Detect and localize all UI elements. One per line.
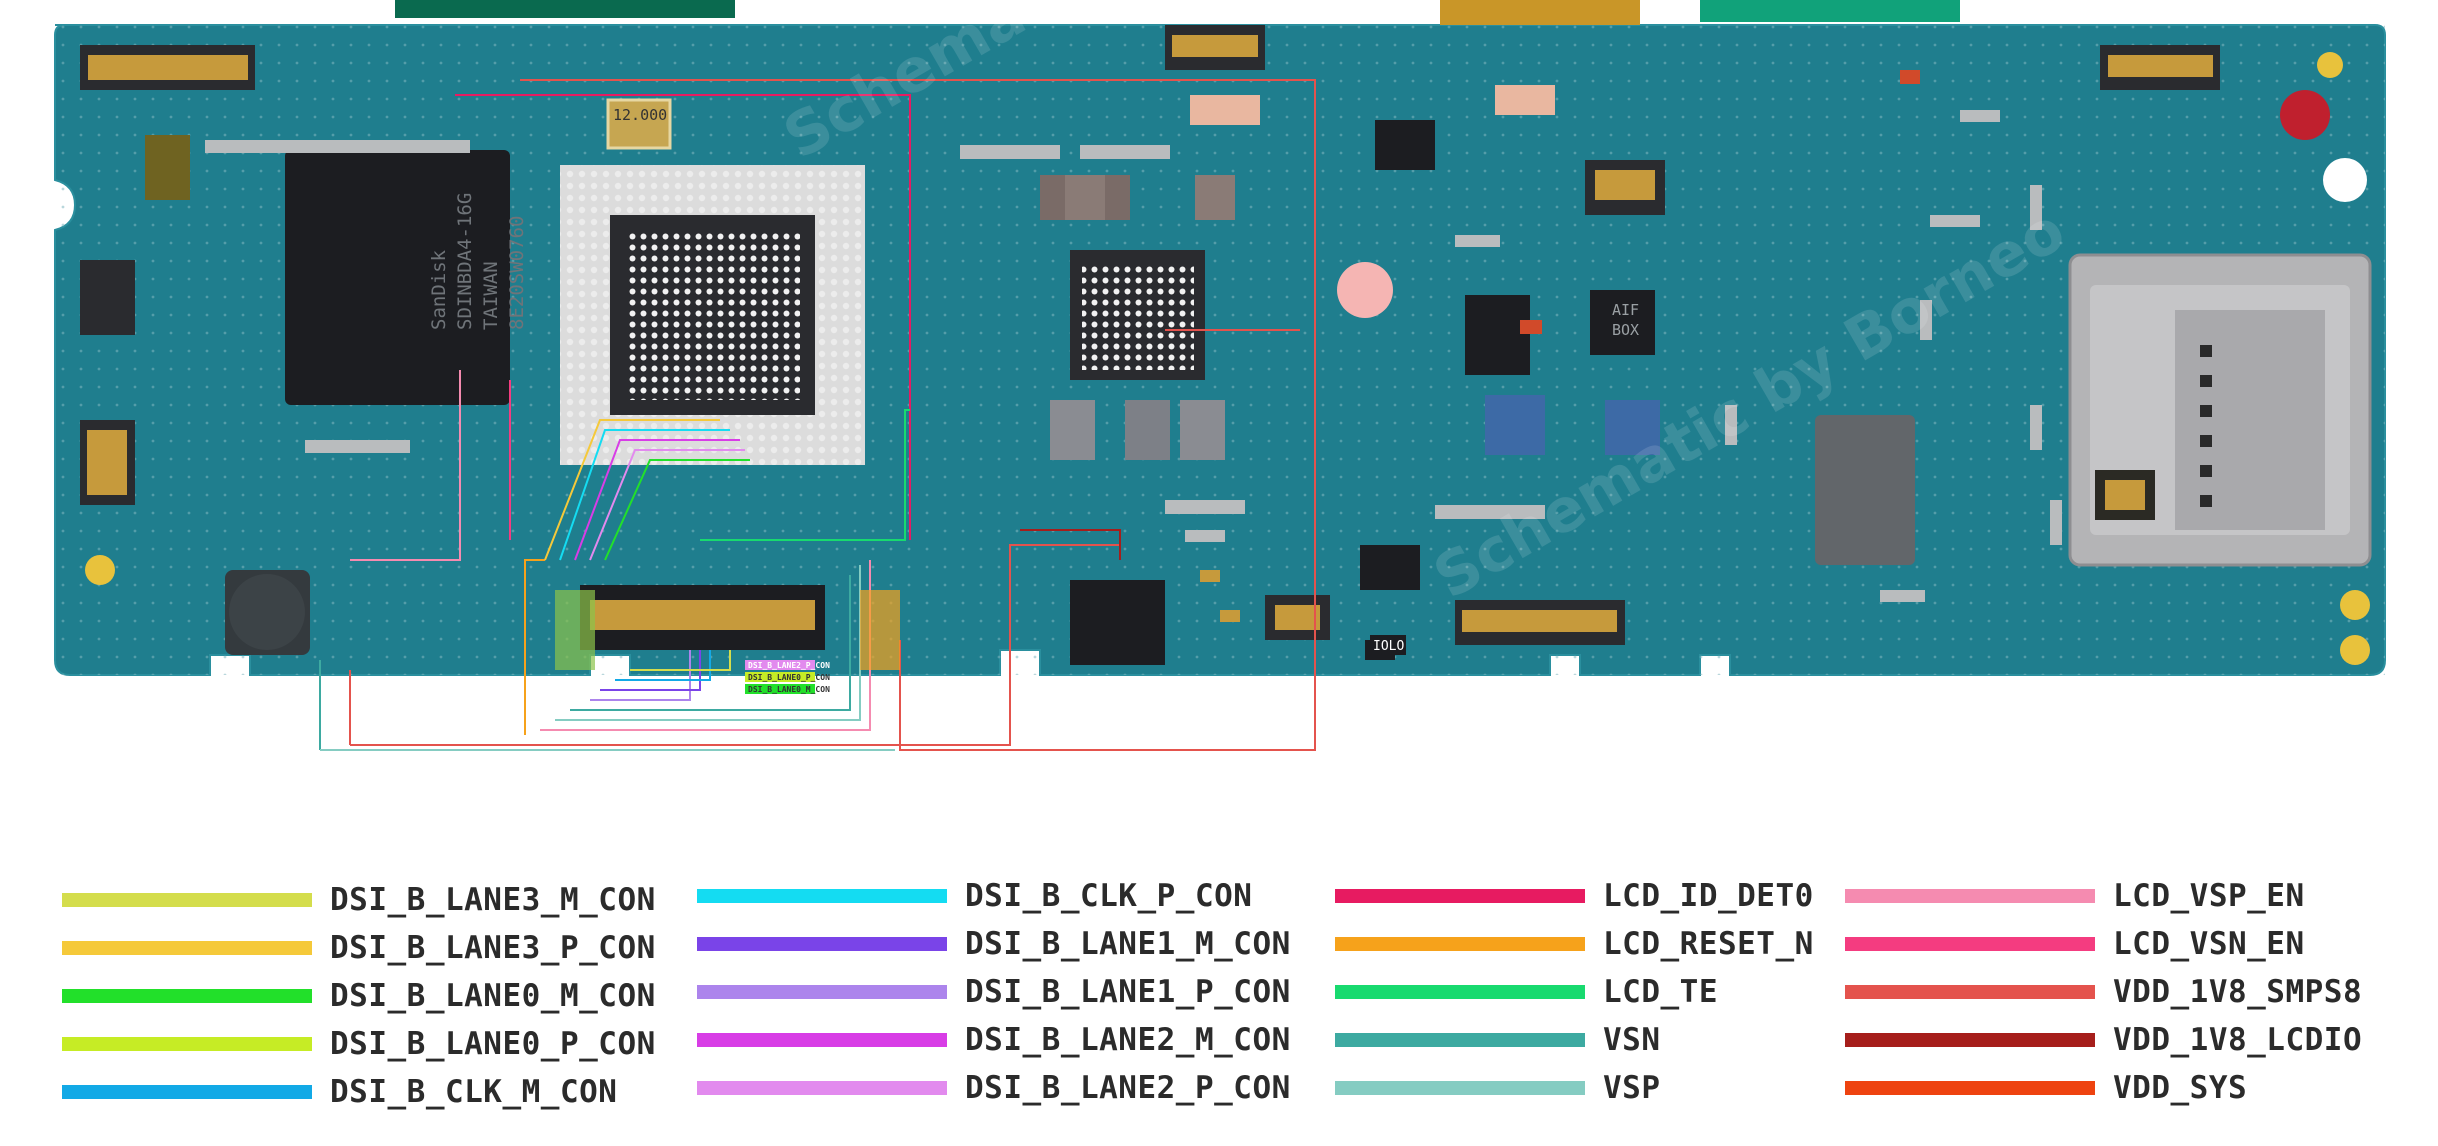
passive-components (80, 25, 2220, 665)
legend-item: VDD_1V8_LCDIO (1845, 1020, 2362, 1060)
legend-swatch (1845, 889, 2095, 903)
legend-swatch (62, 1037, 312, 1051)
legend-item: DSI_B_LANE0_P_CON (62, 1024, 656, 1064)
legend-item: DSI_B_LANE1_M_CON (697, 924, 1291, 964)
legend-item: VDD_SYS (1845, 1068, 2247, 1108)
legend-label: DSI_B_LANE0_P_CON (330, 1026, 656, 1062)
legend-item: DSI_B_CLK_P_CON (697, 876, 1252, 916)
legend-label: VSP (1603, 1070, 1661, 1106)
legend-swatch (1335, 937, 1585, 951)
svg-text:12.000: 12.000 (613, 106, 667, 124)
pmic-label-aif: AIF (1612, 301, 1639, 319)
legend-swatch (697, 985, 947, 999)
legend-item: VSN (1335, 1020, 1661, 1060)
legend-label: LCD_RESET_N (1603, 926, 1814, 962)
legend-item: VSP (1335, 1068, 1661, 1108)
svg-text:DSI_B_LANE0_P_CON: DSI_B_LANE0_P_CON (748, 673, 830, 682)
legend-item: DSI_B_LANE3_P_CON (62, 928, 656, 968)
legend-swatch (1845, 1033, 2095, 1047)
legend-swatch (62, 989, 312, 1003)
legend-label: VDD_1V8_SMPS8 (2113, 974, 2363, 1010)
legend-swatch (62, 1085, 312, 1099)
legend-swatch (62, 893, 312, 907)
legend-item: DSI_B_LANE1_P_CON (697, 972, 1291, 1012)
legend-label: LCD_VSP_EN (2113, 878, 2305, 914)
pcb-board-diagram: SanDisk SDINBDA4-16G TAIWAN 8E20SW0760 1… (54, 0, 2386, 751)
legend-label: DSI_B_LANE3_M_CON (330, 882, 656, 918)
legend-item: DSI_B_LANE0_M_CON (62, 976, 656, 1016)
emmc-chip: SanDisk SDINBDA4-16G TAIWAN 8E20SW0760 (285, 150, 528, 405)
legend-label: DSI_B_LANE1_M_CON (965, 926, 1291, 962)
legend-label: LCD_ID_DET0 (1603, 878, 1814, 914)
legend-swatch (1335, 1081, 1585, 1095)
legend-swatch (697, 889, 947, 903)
legend-swatch (1845, 985, 2095, 999)
legend-label: DSI_B_LANE0_M_CON (330, 978, 656, 1014)
legend-label: DSI_B_LANE2_P_CON (965, 1070, 1291, 1106)
legend-label: DSI_B_CLK_M_CON (330, 1074, 618, 1110)
svg-text:DSI_B_LANE2_P_CON: DSI_B_LANE2_P_CON (748, 661, 830, 670)
legend-item: DSI_B_LANE2_P_CON (697, 1068, 1291, 1108)
legend-label: LCD_TE (1603, 974, 1718, 1010)
legend-item: DSI_B_CLK_M_CON (62, 1072, 617, 1112)
legend-swatch (62, 941, 312, 955)
sim-card-tray (2068, 253, 2372, 567)
svg-text:SanDisk: SanDisk (428, 249, 450, 330)
legend-swatch (697, 1081, 947, 1095)
connector-signal-tags: DSI_B_LANE2_P_CON DSI_B_LANE0_P_CON DSI_… (745, 660, 830, 694)
legend-item: DSI_B_LANE3_M_CON (62, 880, 656, 920)
legend-swatch (1845, 1081, 2095, 1095)
legend-label: DSI_B_CLK_P_CON (965, 878, 1253, 914)
legend-label: DSI_B_LANE3_P_CON (330, 930, 656, 966)
crystal-oscillator: 12.000 (606, 98, 672, 150)
svg-text:TAIWAN: TAIWAN (480, 261, 502, 330)
top-connector-tab (1440, 0, 1640, 25)
legend-swatch (1335, 1033, 1585, 1047)
cpu-bga-chip (560, 165, 865, 465)
legend-item: VDD_1V8_SMPS8 (1845, 972, 2362, 1012)
small-chip-label: IOLO (1373, 639, 1404, 654)
legend-item: LCD_ID_DET0 (1335, 876, 1814, 916)
legend-item: LCD_VSN_EN (1845, 924, 2305, 964)
legend-swatch (697, 1033, 947, 1047)
legend-label: DSI_B_LANE1_P_CON (965, 974, 1291, 1010)
legend-item: LCD_TE (1335, 972, 1718, 1012)
legend-swatch (1335, 889, 1585, 903)
pmic-label-box: BOX (1612, 321, 1639, 339)
legend-label: DSI_B_LANE2_M_CON (965, 1022, 1291, 1058)
legend-swatch (1335, 985, 1585, 999)
legend-label: VDD_1V8_LCDIO (2113, 1022, 2363, 1058)
svg-text:8E20SW0760: 8E20SW0760 (506, 216, 528, 330)
legend-item: LCD_RESET_N (1335, 924, 1814, 964)
legend-swatch (1845, 937, 2095, 951)
legend-label: VSN (1603, 1022, 1661, 1058)
pmic-bga-chip (1070, 250, 1205, 380)
lcd-connector (555, 585, 900, 670)
svg-text:DSI_B_LANE0_M_CON: DSI_B_LANE0_M_CON (748, 685, 830, 694)
pink-test-pad (1337, 262, 1393, 318)
legend-item: DSI_B_LANE2_M_CON (697, 1020, 1291, 1060)
legend-item: LCD_VSP_EN (1845, 876, 2305, 916)
svg-text:SDINBDA4-16G: SDINBDA4-16G (454, 193, 476, 330)
legend-label: LCD_VSN_EN (2113, 926, 2305, 962)
signal-legend: DSI_B_LANE3_M_CON DSI_B_LANE3_P_CON DSI_… (0, 878, 2438, 1140)
legend-label: VDD_SYS (2113, 1070, 2248, 1106)
legend-swatch (697, 937, 947, 951)
